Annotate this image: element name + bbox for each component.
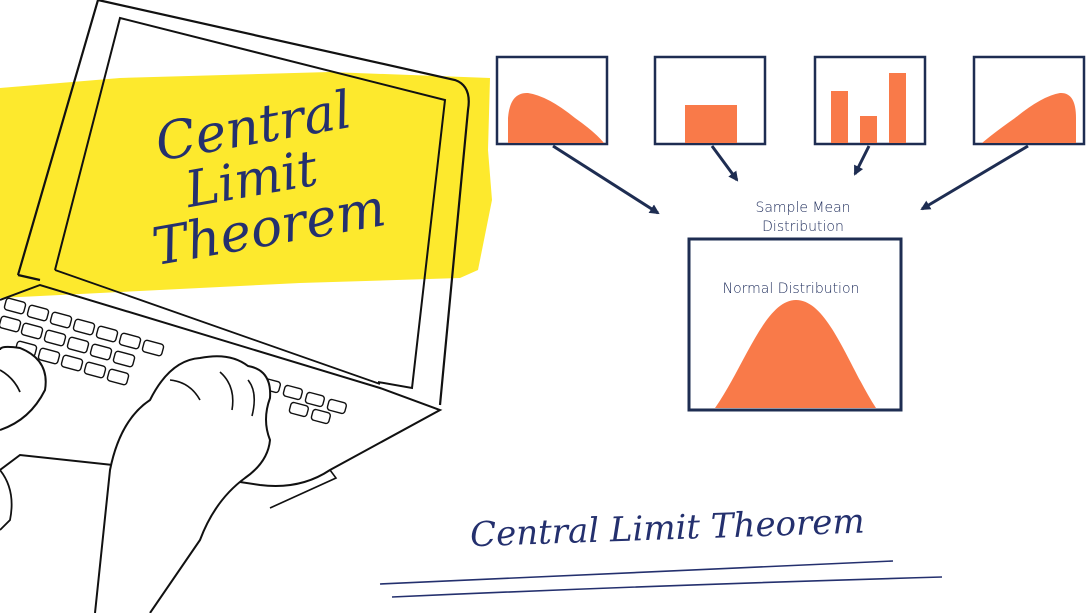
arrow-4: [920, 144, 1029, 211]
bar-2: [860, 116, 877, 143]
normal-distribution-label: Normal Distribution: [723, 281, 860, 297]
source-distribution-right-skewed: [495, 55, 609, 146]
laptop-screen-frame: [54, 16, 447, 390]
uniform-bar: [685, 105, 737, 143]
underline-stroke-1: [379, 560, 894, 585]
arrow-2: [710, 145, 739, 182]
arrow-1: [552, 144, 660, 215]
yellow-brush-stroke: [0, 72, 492, 298]
normal-distribution-box: Normal Distribution: [687, 237, 903, 412]
right-skewed-shape: [508, 92, 604, 143]
footer-title: Central Limit Theorem: [469, 501, 865, 555]
bar-1: [831, 91, 848, 143]
underline-stroke-2: [391, 576, 943, 598]
arrow-3: [853, 145, 871, 176]
sample-mean-label-line2: Distribution: [762, 219, 844, 235]
left-skewed-shape: [982, 92, 1076, 143]
right-hand: [94, 355, 272, 613]
laptop-lid: [16, 0, 470, 406]
sample-mean-label-line1: Sample Mean: [755, 200, 850, 216]
bar-3: [889, 73, 906, 143]
source-distribution-left-skewed: [972, 55, 1086, 146]
laptop-base: [0, 283, 443, 487]
source-distribution-bars: [813, 55, 927, 146]
source-distribution-uniform: [653, 55, 767, 146]
keyboard: [0, 297, 348, 425]
left-hand: [0, 345, 47, 431]
normal-curve: [715, 300, 876, 408]
